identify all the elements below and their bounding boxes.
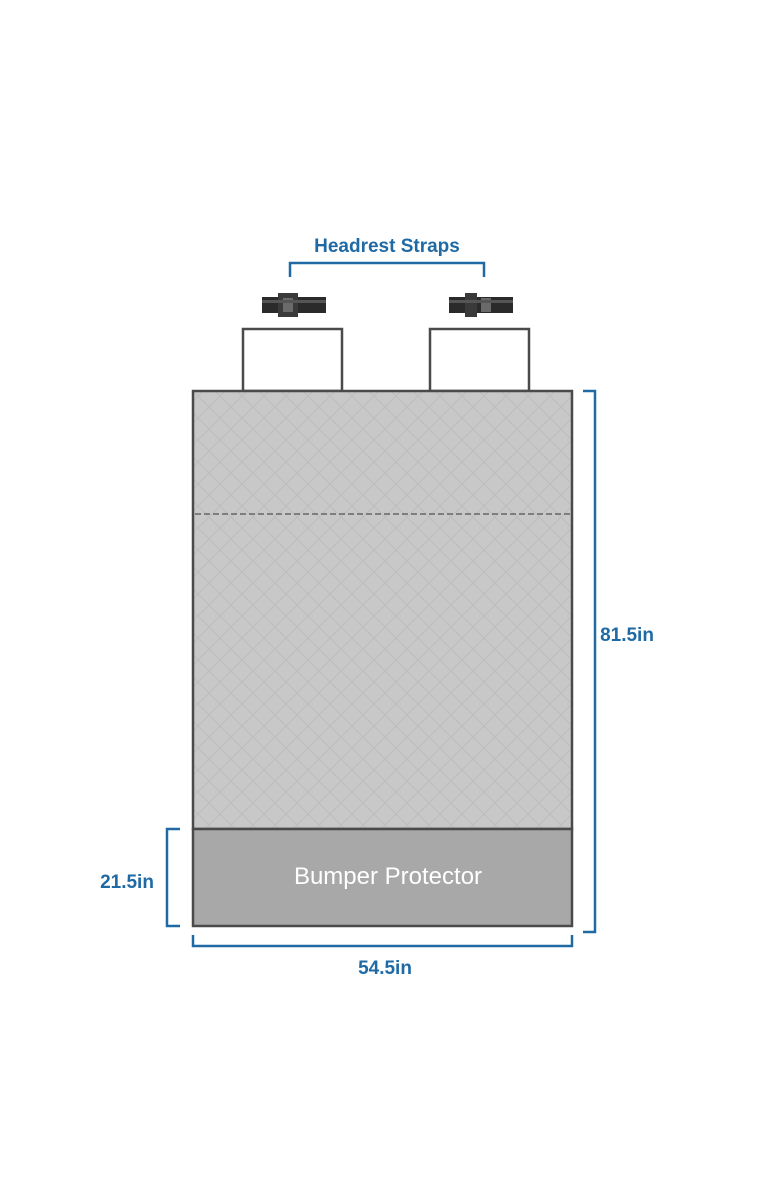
headrest-strap-pad-right bbox=[428, 327, 531, 393]
buckle-icon bbox=[449, 293, 513, 317]
height-dimension-bracket bbox=[583, 389, 597, 934]
seat-cover-mat bbox=[191, 389, 574, 831]
bumper-height-dimension-label: 21.5in bbox=[100, 872, 154, 893]
headrest-strap-pad-left bbox=[241, 327, 344, 393]
buckle-icon bbox=[262, 293, 326, 317]
bumper-protector-label: Bumper Protector bbox=[294, 863, 482, 890]
bumper-protector bbox=[191, 827, 574, 928]
height-dimension-label: 81.5in bbox=[600, 625, 654, 646]
width-dimension-label: 54.5in bbox=[358, 958, 412, 979]
bumper-height-dimension-bracket bbox=[165, 827, 180, 928]
headrest-straps-bracket bbox=[288, 261, 486, 277]
width-dimension-bracket bbox=[191, 935, 574, 948]
headrest-straps-label: Headrest Straps bbox=[314, 236, 460, 257]
